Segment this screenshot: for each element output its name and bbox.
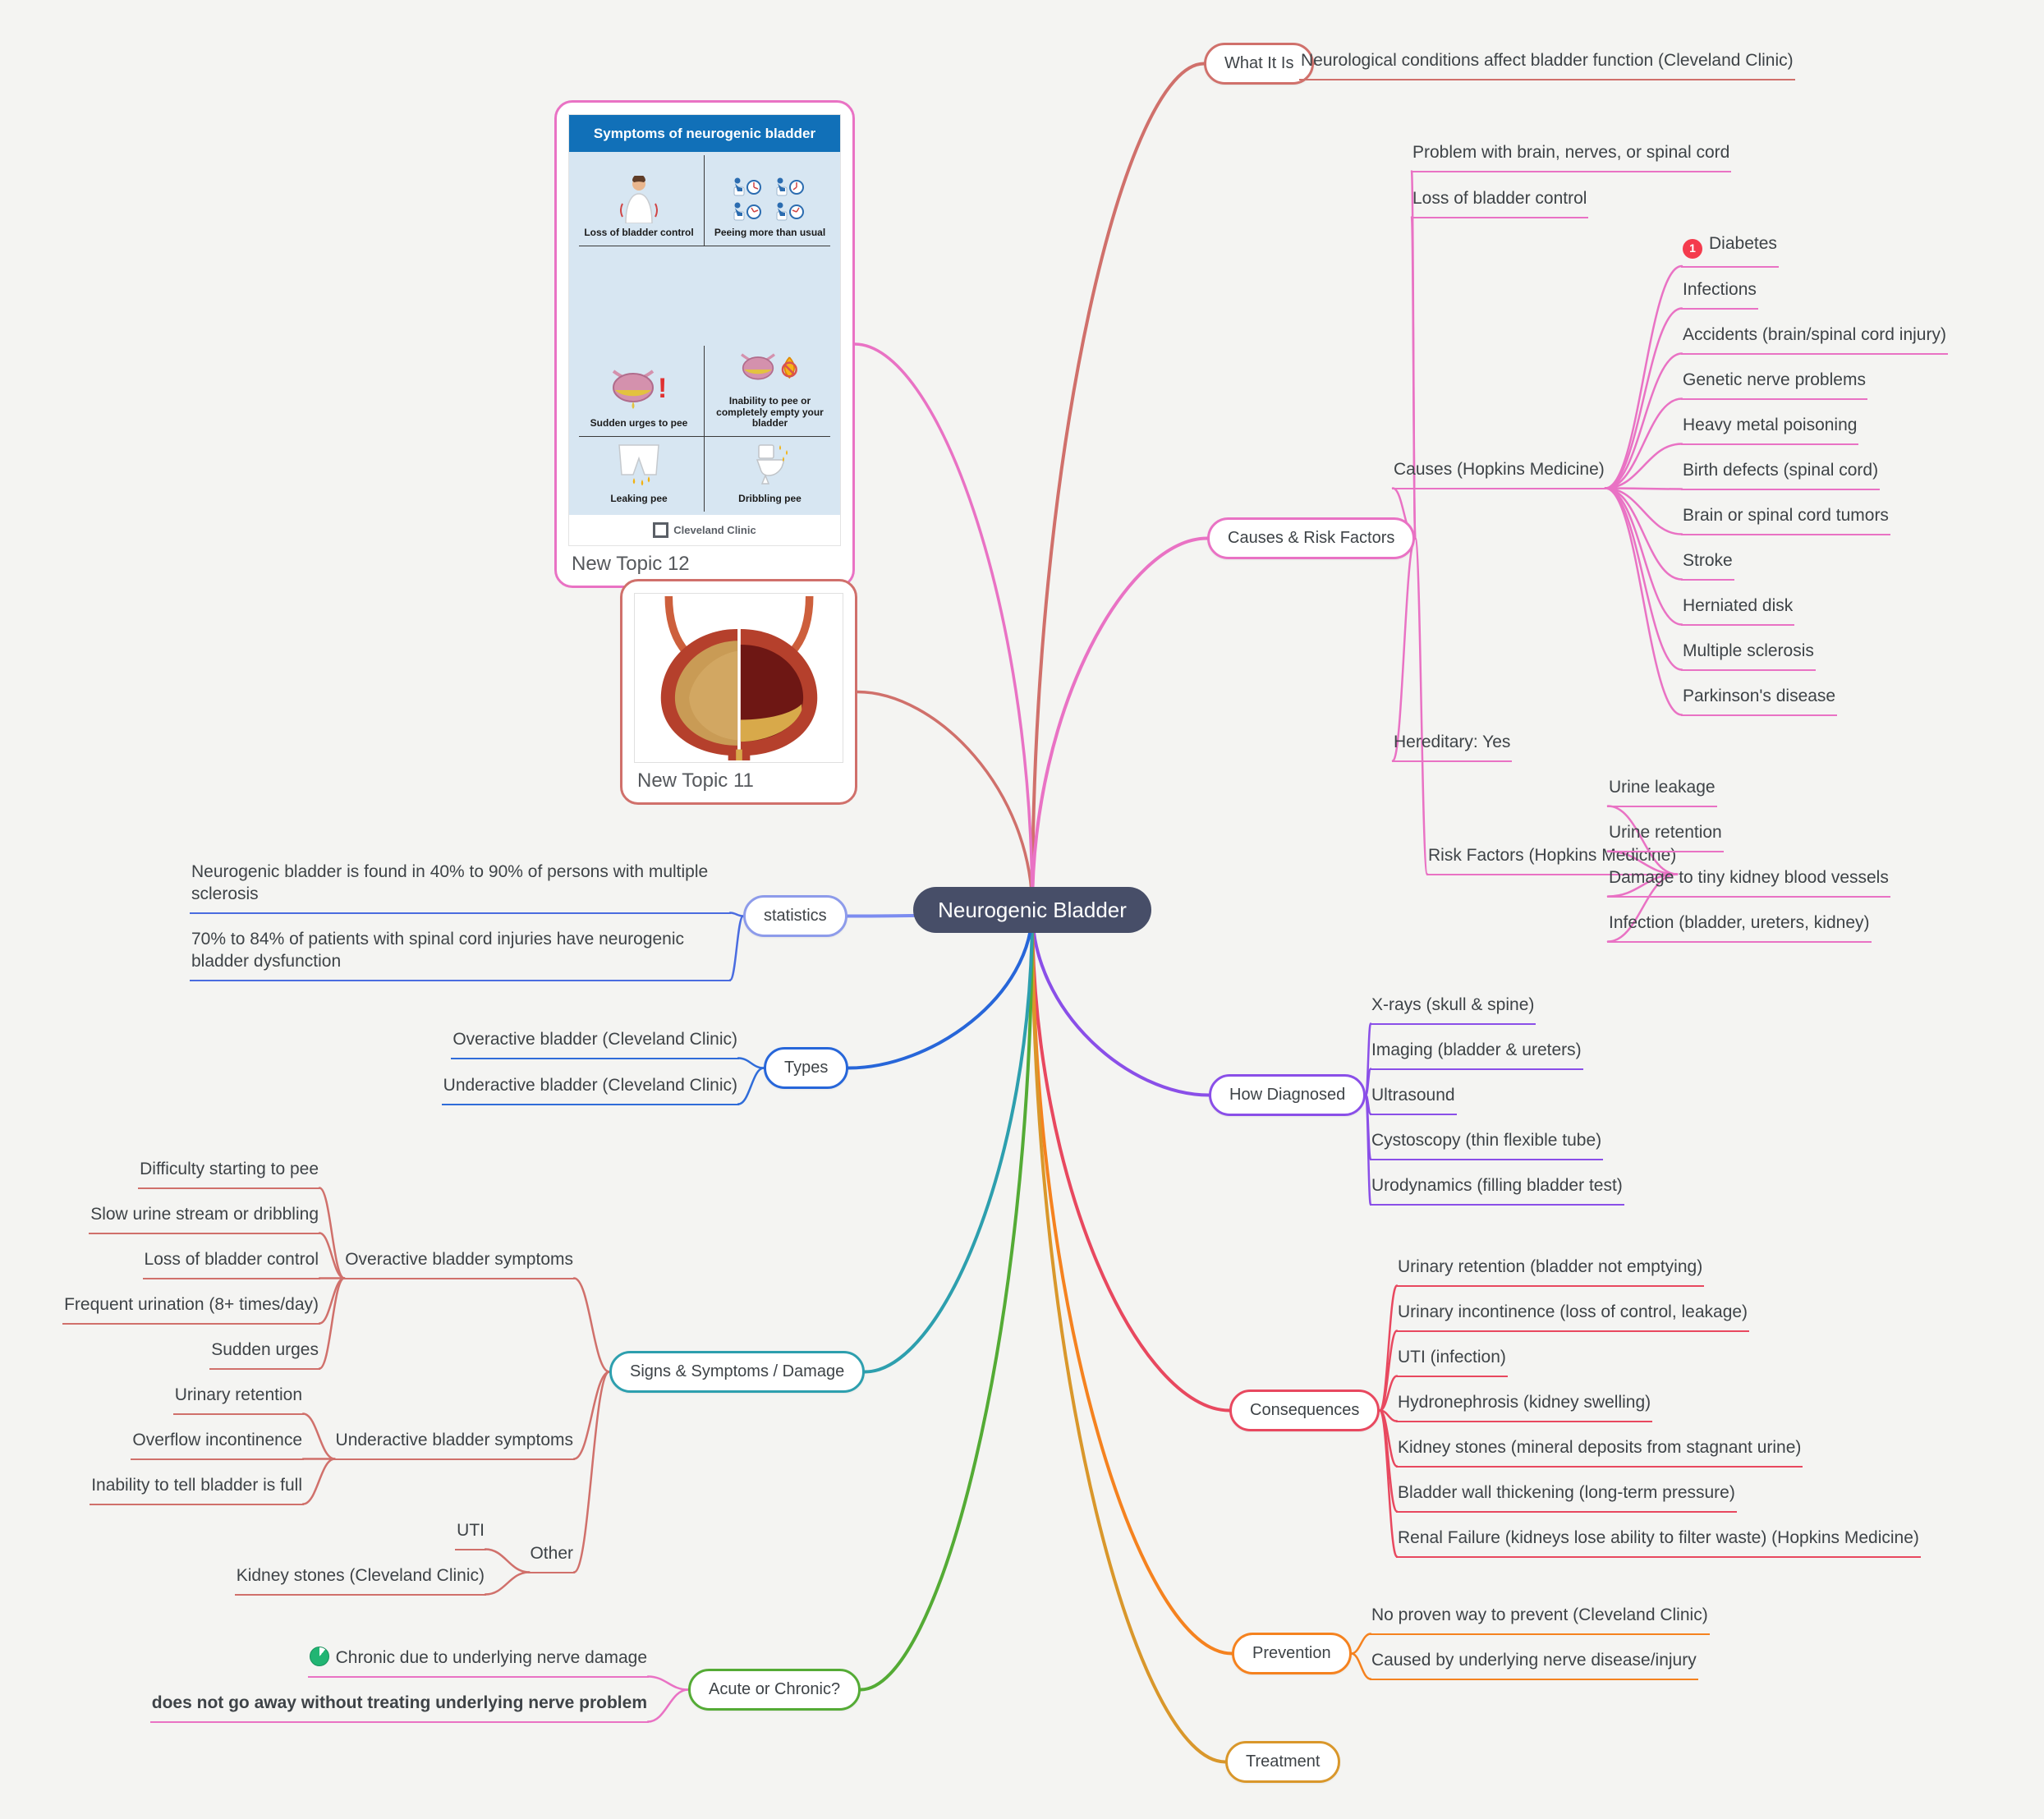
topic-card-new-topic-11[interactable]: New Topic 11 (620, 579, 857, 805)
shorts-icon (618, 444, 659, 486)
symptom-inability-to-tell-full[interactable]: Inability to tell bladder is full (90, 1474, 304, 1505)
chronic-nerve-damage[interactable]: Chronic due to underlying nerve damage (307, 1647, 649, 1678)
toilet-icon (756, 444, 788, 485)
topic-treatment[interactable]: Treatment (1225, 1741, 1341, 1783)
prevention-no-proven-way[interactable]: No proven way to prevent (Cleveland Clin… (1370, 1604, 1710, 1635)
diagnosis-imaging[interactable]: Imaging (bladder & ureters) (1370, 1039, 1583, 1070)
stat-multiple-sclerosis[interactable]: Neurogenic bladder is found in 40% to 90… (190, 861, 731, 914)
prevention-underlying-nerve[interactable]: Caused by underlying nerve disease/injur… (1370, 1649, 1698, 1680)
diagnosis-xrays[interactable]: X-rays (skull & spine) (1370, 994, 1536, 1025)
subtopic-problem-brain-nerves[interactable]: Problem with brain, nerves, or spinal co… (1411, 141, 1732, 172)
consequence-urinary-retention[interactable]: Urinary retention (bladder not emptying) (1396, 1256, 1705, 1287)
topic-acute-or-chronic[interactable]: Acute or Chronic? (688, 1669, 861, 1711)
cause-brain-spinal-tumors[interactable]: Brain or spinal cord tumors (1681, 504, 1890, 535)
bladder-illustration (634, 593, 843, 763)
topic-causes-risk-factors[interactable]: Causes & Risk Factors (1207, 517, 1416, 559)
card-title: New Topic 11 (637, 769, 754, 792)
cause-herniated-disk[interactable]: Herniated disk (1681, 595, 1795, 626)
central-topic[interactable]: Neurogenic Bladder (913, 887, 1151, 933)
subtopic-underactive-symptoms[interactable]: Underactive bladder symptoms (333, 1429, 575, 1460)
other-kidney-stones[interactable]: Kidney stones (Cleveland Clinic) (234, 1564, 486, 1596)
consequence-renal-failure[interactable]: Renal Failure (kidneys lose ability to f… (1396, 1527, 1921, 1558)
consequence-uti[interactable]: UTI (infection) (1396, 1346, 1508, 1377)
chronic-label: Chronic due to underlying nerve damage (335, 1648, 647, 1667)
topic-signs-symptoms-damage[interactable]: Signs & Symptoms / Damage (609, 1351, 866, 1393)
type-underactive-bladder[interactable]: Underactive bladder (Cleveland Clinic) (441, 1074, 739, 1105)
subtopic-other[interactable]: Other (528, 1542, 575, 1573)
cause-label: Diabetes (1709, 234, 1777, 253)
infographic-cell-inability-to-pee: Inability to pee or completely empty you… (705, 346, 835, 436)
bladder-blocked-icon (740, 353, 797, 380)
symptom-loss-of-control[interactable]: Loss of bladder control (142, 1248, 320, 1279)
other-uti[interactable]: UTI (455, 1519, 486, 1550)
subtopic-loss-of-bladder-control[interactable]: Loss of bladder control (1411, 187, 1589, 218)
toilet-clock-icons (733, 177, 804, 221)
diagnosis-cystoscopy[interactable]: Cystoscopy (thin flexible tube) (1370, 1129, 1604, 1160)
diagnosis-ultrasound[interactable]: Ultrasound (1370, 1084, 1457, 1115)
topic-statistics[interactable]: statistics (743, 895, 847, 937)
infographic-title: Symptoms of neurogenic bladder (569, 115, 840, 153)
svg-text:!: ! (658, 373, 667, 404)
cause-heavy-metal-poisoning[interactable]: Heavy metal poisoning (1681, 414, 1859, 445)
infographic-cell-loss-of-control: Loss of bladder control (574, 155, 705, 246)
cause-multiple-sclerosis[interactable]: Multiple sclerosis (1681, 640, 1816, 671)
infographic-cell-sudden-urges: ! Sudden urges to pee (574, 346, 705, 437)
person-icon (620, 176, 658, 224)
cause-stroke[interactable]: Stroke (1681, 549, 1734, 581)
diagnosis-urodynamics[interactable]: Urodynamics (filling bladder test) (1370, 1174, 1624, 1206)
topic-types[interactable]: Types (764, 1047, 849, 1089)
topic-card-new-topic-12[interactable]: Symptoms of neurogenic bladder Loss of b… (554, 100, 855, 589)
task-progress-icon (309, 1647, 329, 1666)
topic-what-it-is[interactable]: What It Is (1204, 43, 1315, 85)
consequence-kidney-stones[interactable]: Kidney stones (mineral deposits from sta… (1396, 1436, 1803, 1468)
cause-diabetes[interactable]: 1 Diabetes (1681, 232, 1779, 268)
consequence-hydronephrosis[interactable]: Hydronephrosis (kidney swelling) (1396, 1391, 1653, 1422)
subtopic-causes-hopkins[interactable]: Causes (Hopkins Medicine) (1392, 458, 1606, 489)
cause-infections[interactable]: Infections (1681, 278, 1758, 310)
symptom-difficulty-starting[interactable]: Difficulty starting to pee (138, 1158, 320, 1189)
consequence-urinary-incontinence[interactable]: Urinary incontinence (loss of control, l… (1396, 1301, 1750, 1332)
risk-urine-retention[interactable]: Urine retention (1607, 821, 1724, 852)
symptom-urinary-retention[interactable]: Urinary retention (172, 1384, 304, 1415)
bladder-urge-icon: ! (612, 370, 667, 410)
cause-birth-defects[interactable]: Birth defects (spinal cord) (1681, 459, 1881, 490)
cleveland-clinic-logo-icon (653, 522, 669, 539)
infographic-cell-leaking-pee: Leaking pee (574, 437, 705, 512)
topic-consequences[interactable]: Consequences (1229, 1390, 1380, 1431)
cause-accidents[interactable]: Accidents (brain/spinal cord injury) (1681, 324, 1948, 355)
count-badge: 1 (1683, 238, 1702, 259)
infographic-cell-peeing-more: Peeing more than usual (705, 155, 835, 246)
cause-genetic-nerve-problems[interactable]: Genetic nerve problems (1681, 369, 1867, 400)
infographic-cell-dribbling-pee: Dribbling pee (705, 437, 835, 512)
subtopic-hereditary[interactable]: Hereditary: Yes (1392, 731, 1513, 762)
stat-spinal-cord-injuries[interactable]: 70% to 84% of patients with spinal cord … (190, 928, 731, 981)
symptom-overflow-incontinence[interactable]: Overflow incontinence (131, 1429, 304, 1460)
subtopic-definition[interactable]: Neurological conditions affect bladder f… (1299, 49, 1795, 80)
subtopic-overactive-symptoms[interactable]: Overactive bladder symptoms (343, 1248, 575, 1279)
consequence-bladder-wall-thickening[interactable]: Bladder wall thickening (long-term press… (1396, 1481, 1737, 1513)
type-overactive-bladder[interactable]: Overactive bladder (Cleveland Clinic) (451, 1028, 739, 1059)
risk-kidney-blood-vessels[interactable]: Damage to tiny kidney blood vessels (1607, 866, 1890, 898)
topic-prevention[interactable]: Prevention (1232, 1633, 1352, 1674)
no-cure-note[interactable]: does not go away without treating underl… (149, 1692, 649, 1723)
subtopic-risk-factors-hopkins[interactable]: Risk Factors (Hopkins Medicine) (1426, 844, 1679, 875)
risk-urine-leakage[interactable]: Urine leakage (1607, 776, 1717, 807)
symptom-slow-stream[interactable]: Slow urine stream or dribbling (89, 1203, 320, 1234)
infographic-credit: Cleveland Clinic (569, 515, 840, 546)
risk-infection[interactable]: Infection (bladder, ureters, kidney) (1607, 912, 1872, 943)
cause-parkinsons[interactable]: Parkinson's disease (1681, 685, 1838, 716)
card-title: New Topic 12 (572, 553, 690, 576)
symptoms-infographic: Symptoms of neurogenic bladder Loss of b… (568, 114, 841, 547)
symptom-sudden-urges[interactable]: Sudden urges (209, 1339, 320, 1370)
symptom-frequent-urination[interactable]: Frequent urination (8+ times/day) (62, 1293, 320, 1325)
topic-how-diagnosed[interactable]: How Diagnosed (1209, 1074, 1366, 1116)
